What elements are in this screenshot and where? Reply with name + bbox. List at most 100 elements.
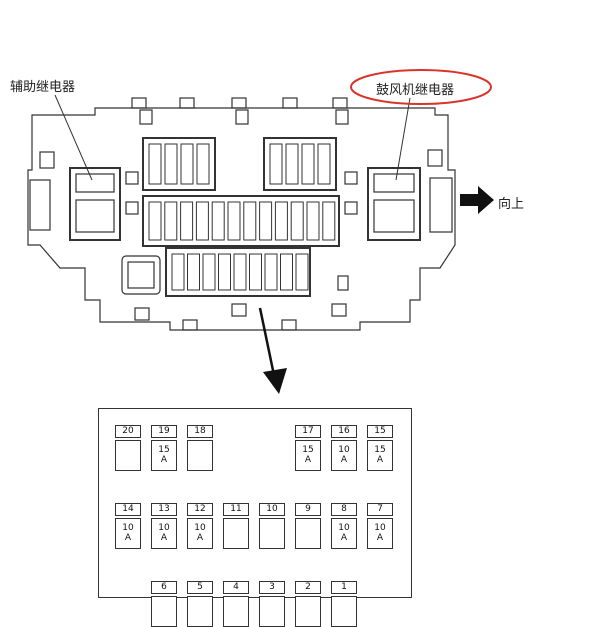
fuse-number: 6	[151, 581, 177, 594]
fuse-slot	[233, 253, 247, 291]
fuse-number: 11	[223, 503, 249, 516]
fuse-11: 11	[223, 503, 249, 549]
fuse-slot	[180, 143, 194, 185]
fuse-slot	[164, 143, 178, 185]
fuse-slot	[171, 253, 185, 291]
fuse-10: 10	[259, 503, 285, 549]
direction-label: 向上	[498, 197, 525, 212]
fuse-slot	[301, 143, 315, 185]
side-connector	[427, 149, 443, 167]
fuse-number: 7	[367, 503, 393, 516]
fuse-2: 2	[295, 581, 321, 627]
fuse-5: 5	[187, 581, 213, 627]
fuse-slot	[295, 253, 309, 291]
fuse-cluster	[142, 195, 340, 247]
fuse-slot	[195, 201, 209, 241]
fuse-number: 17	[295, 425, 321, 438]
fuse-cluster	[142, 137, 216, 191]
fuse-slot	[290, 201, 304, 241]
side-connector	[29, 179, 51, 231]
fuse-number: 19	[151, 425, 177, 438]
fuse-slot	[187, 253, 200, 291]
fuse-9: 9	[295, 503, 321, 549]
top-tab	[332, 97, 348, 109]
square-component	[121, 255, 161, 295]
fuse-rating	[259, 518, 285, 549]
fuse-rating	[295, 518, 321, 549]
fuse-slot	[259, 201, 273, 241]
fuse-slot	[306, 201, 320, 241]
fuse-slot	[249, 253, 262, 291]
fuse-number: 18	[187, 425, 213, 438]
bottom-tab	[281, 319, 297, 331]
fuse-number: 2	[295, 581, 321, 594]
fuse-number: 8	[331, 503, 357, 516]
bottom-tab	[331, 303, 347, 317]
fuse-slot	[322, 201, 336, 241]
fuse-slot	[285, 143, 299, 185]
top-tab	[235, 109, 249, 125]
down-arrow-icon	[263, 368, 287, 394]
fuse-rating	[187, 596, 213, 627]
fuse-number: 14	[115, 503, 141, 516]
fuse-number: 13	[151, 503, 177, 516]
fuse-slot	[211, 201, 225, 241]
fuse-slot	[218, 253, 231, 291]
fuse-slot	[243, 201, 257, 241]
housing-outline	[27, 107, 456, 331]
fuse-slot	[280, 253, 293, 291]
side-connector	[39, 151, 55, 169]
up-arrow-icon	[460, 186, 494, 214]
fuse-cluster	[263, 137, 337, 191]
fuse-slot	[148, 201, 162, 241]
fuse-number: 3	[259, 581, 285, 594]
fuse-rating	[151, 596, 177, 627]
fuse-18: 18	[187, 425, 213, 471]
highlight-circle	[350, 69, 492, 105]
fuse-20: 20	[115, 425, 141, 471]
fuse-slot	[202, 253, 216, 291]
top-tab	[179, 97, 195, 109]
top-tab	[282, 97, 298, 109]
blower-relay-block	[367, 167, 421, 241]
fuse-rating	[259, 596, 285, 627]
fuse-number: 4	[223, 581, 249, 594]
fuse-number: 5	[187, 581, 213, 594]
aux-relay-block	[69, 167, 121, 241]
fuse-cluster	[165, 247, 311, 297]
fuse-number: 9	[295, 503, 321, 516]
top-tab	[139, 109, 153, 125]
bottom-tab	[134, 307, 150, 321]
fuse-box-schematic	[27, 69, 494, 394]
fuse-4: 4	[223, 581, 249, 627]
fuse-slot	[317, 143, 331, 185]
side-connector	[429, 177, 453, 233]
top-tab	[231, 97, 247, 109]
fuse-slot	[164, 201, 178, 241]
fuse-6: 6	[151, 581, 177, 627]
blower-relay-label: 鼓风机继电器	[376, 83, 455, 98]
bottom-tab	[231, 303, 247, 317]
fuse-number: 15	[367, 425, 393, 438]
fuse-number: 16	[331, 425, 357, 438]
fuse-number: 1	[331, 581, 357, 594]
fuse-slot	[196, 143, 210, 185]
fuse-rating	[115, 440, 141, 471]
top-tab	[131, 97, 147, 109]
fuse-number: 12	[187, 503, 213, 516]
fuse-rating	[223, 518, 249, 549]
fuse-3: 3	[259, 581, 285, 627]
